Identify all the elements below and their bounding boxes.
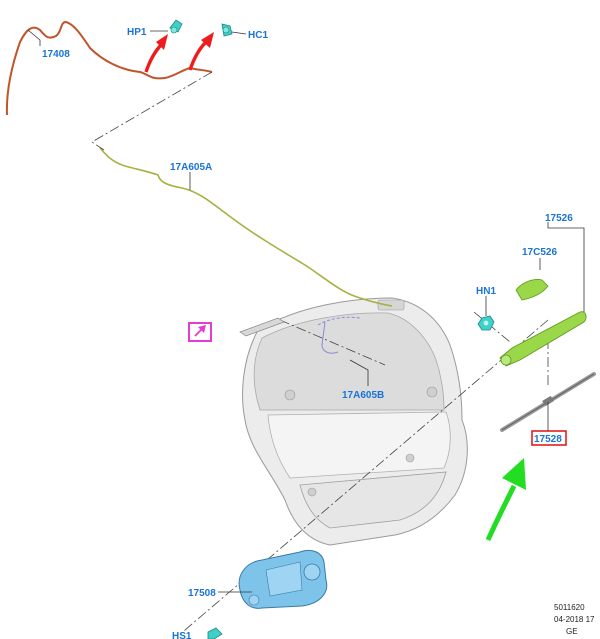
washer-hose-upper (5, 20, 213, 116)
wiper-motor (238, 549, 328, 609)
guide-line-bracket (279, 319, 386, 366)
callout-blade: 17528 (534, 434, 562, 445)
small-bracket (239, 317, 285, 337)
callout-hose-upper: 17408 (42, 49, 70, 60)
footer-date: 04-2018 17 (554, 615, 595, 624)
blade-callout-highlight (531, 430, 567, 446)
green-arrow (485, 458, 526, 542)
footer-region: GE (566, 627, 578, 636)
leader-lines (27, 29, 585, 593)
wiper-arm-cap (515, 279, 549, 301)
wiper-arm (499, 311, 587, 367)
footer-code: 5011620 (554, 603, 585, 612)
washer-hose-lower (99, 147, 393, 307)
callout-hose-lower: 17A605A (170, 162, 212, 173)
arrow-in-box-icon (188, 322, 212, 342)
nut-hn1 (477, 315, 495, 331)
callout-motor: 17508 (188, 588, 216, 599)
guide-line-nut (473, 311, 511, 343)
callout-tube: 17A605B (342, 390, 384, 401)
red-arrow-hp1 (144, 34, 168, 73)
callout-arm: 17526 (545, 213, 573, 224)
callout-hp1: HP1 (127, 27, 147, 38)
guide-line-hose (91, 71, 213, 151)
callout-nut: HN1 (476, 286, 496, 297)
callout-cap: 17C526 (522, 247, 557, 258)
hose-clip-hc1 (221, 23, 233, 37)
callout-hc1: HC1 (248, 30, 268, 41)
liftgate-panel (242, 297, 468, 546)
screw-hs1 (207, 627, 223, 639)
callout-screw: HS1 (172, 631, 192, 639)
red-arrow-hc1 (188, 32, 214, 71)
hose-clip-hp1 (169, 19, 183, 34)
